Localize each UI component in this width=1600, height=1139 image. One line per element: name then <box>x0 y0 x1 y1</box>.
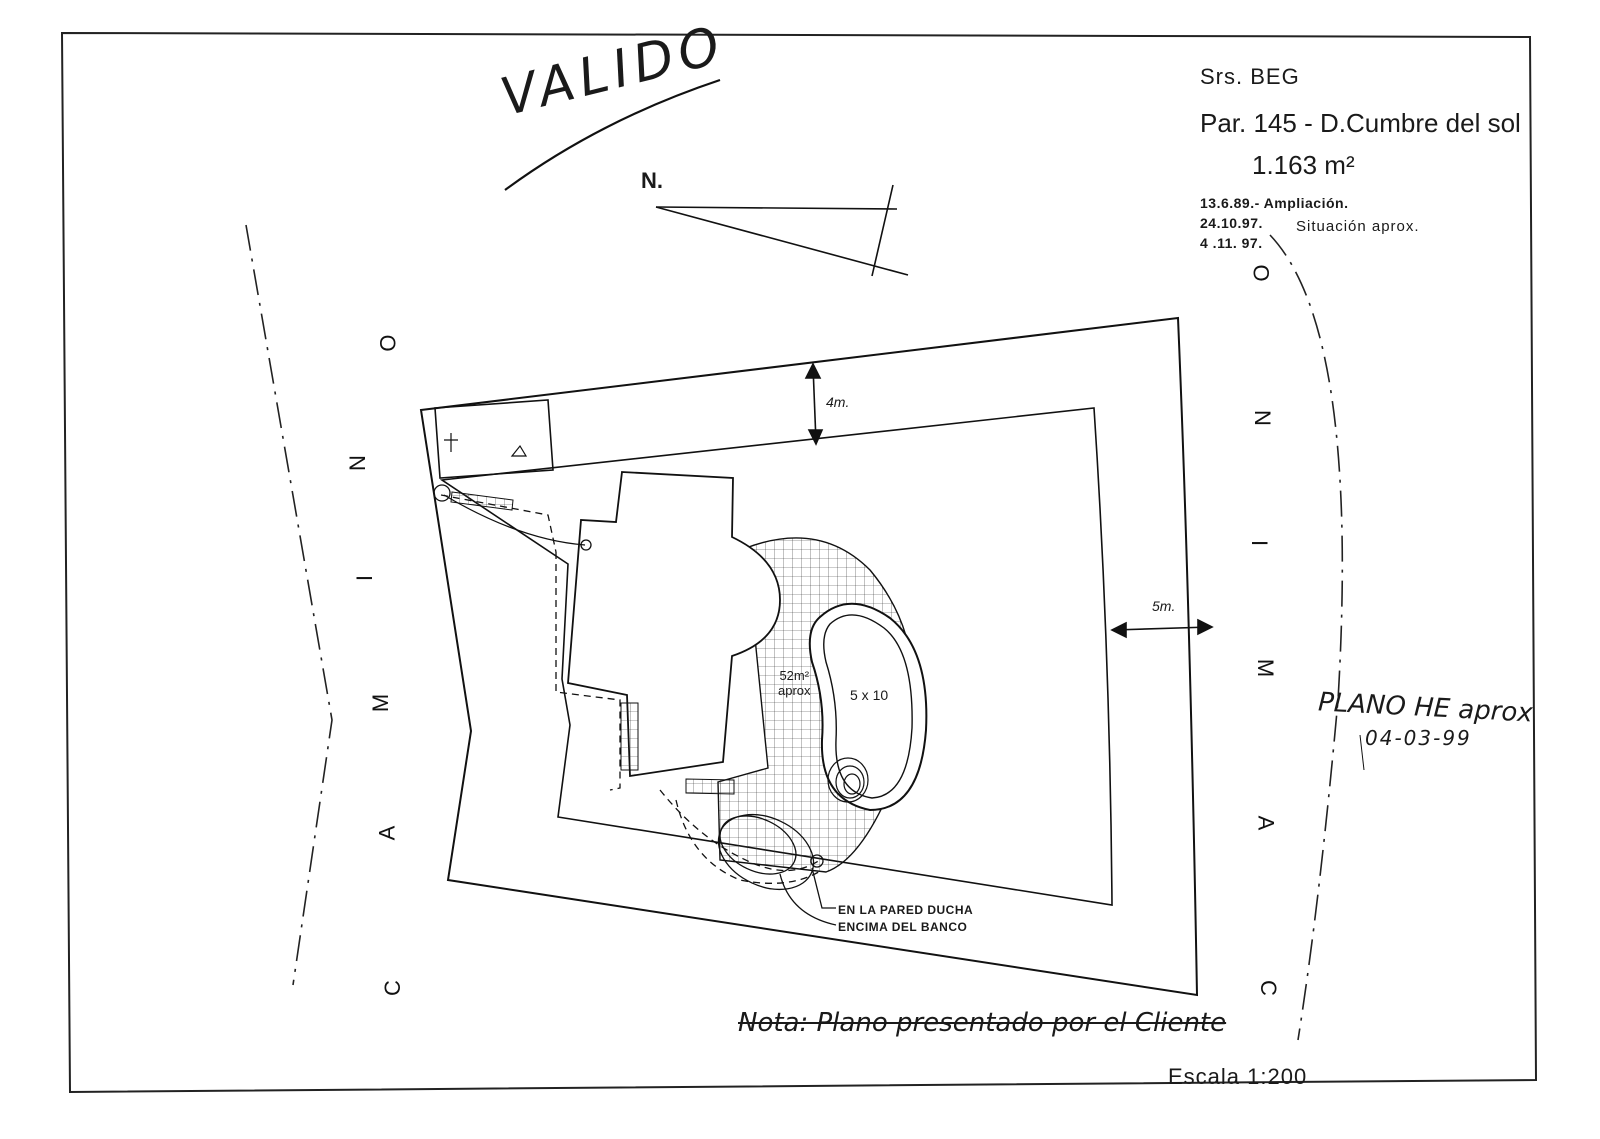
north-label: N. <box>641 168 663 193</box>
service-line <box>443 494 586 546</box>
road-left-letter-o: O <box>375 334 401 352</box>
setback-line <box>439 407 1113 906</box>
parcel-label: Par. 145 - D.Cumbre del sol <box>1200 108 1521 138</box>
dim-4m <box>804 362 824 446</box>
pool-deck-area: 52m² aprox <box>778 668 811 698</box>
road-left-letter-n: N <box>344 455 370 471</box>
revision-note: Situación aprox. <box>1296 218 1420 235</box>
scale-label: Escala 1:200 <box>1168 1064 1308 1089</box>
road-left-letter-i: I <box>352 574 378 582</box>
garage <box>434 399 554 479</box>
revision-2: 24.10.97. <box>1200 215 1263 231</box>
dim-5m <box>1110 618 1214 639</box>
north-arrow <box>655 184 909 277</box>
revision-3: 4 .11. 97. <box>1200 235 1263 251</box>
road-left-letter-a: A <box>374 825 400 841</box>
road-right-letter-i: I <box>1247 539 1273 547</box>
plot-boundary <box>419 316 1199 997</box>
road-right-letter-a: A <box>1253 815 1279 831</box>
plan-approx-leader <box>1359 734 1365 771</box>
road-left-letter-m: M <box>368 693 394 713</box>
road-right-letter-c: C <box>1255 980 1281 996</box>
dimension-4m: 4m. <box>826 394 850 410</box>
shower-annotation: EN LA PARED DUCHA <box>838 903 974 917</box>
road-right-letter-m: M <box>1253 658 1279 678</box>
road-right-letter-o: O <box>1248 264 1274 282</box>
pool-size: 5 x 10 <box>850 687 889 703</box>
bench-annotation: ENCIMA DEL BANCO <box>838 920 968 934</box>
road-right-edge-outer <box>1269 234 1344 1041</box>
annotation-leaders <box>779 867 837 926</box>
plan-date: 04-03-99 <box>1365 726 1472 750</box>
struck-note: Nota: Plano presentado por el Cliente <box>738 1008 1227 1038</box>
area-label: 1.163 m² <box>1252 150 1355 180</box>
dimension-5m: 5m. <box>1152 598 1176 614</box>
pool-steps <box>827 757 869 803</box>
revision-1: 13.6.89.- Ampliación. <box>1200 195 1349 211</box>
road-right-letter-n: N <box>1249 410 1275 426</box>
steps <box>450 491 735 795</box>
road-left-edge-outer <box>245 224 333 986</box>
pool-outline <box>808 602 928 812</box>
client-name: Srs. BEG <box>1200 64 1300 89</box>
sheet-border <box>60 31 1538 1094</box>
valid-underline <box>504 78 721 191</box>
house-footprint <box>567 471 781 778</box>
garden-beds <box>433 484 824 891</box>
pool-deck-area-note: aprox <box>778 683 811 698</box>
pool-deck-area-value: 52m² <box>779 668 810 683</box>
road-left-letter-c: C <box>379 980 405 996</box>
